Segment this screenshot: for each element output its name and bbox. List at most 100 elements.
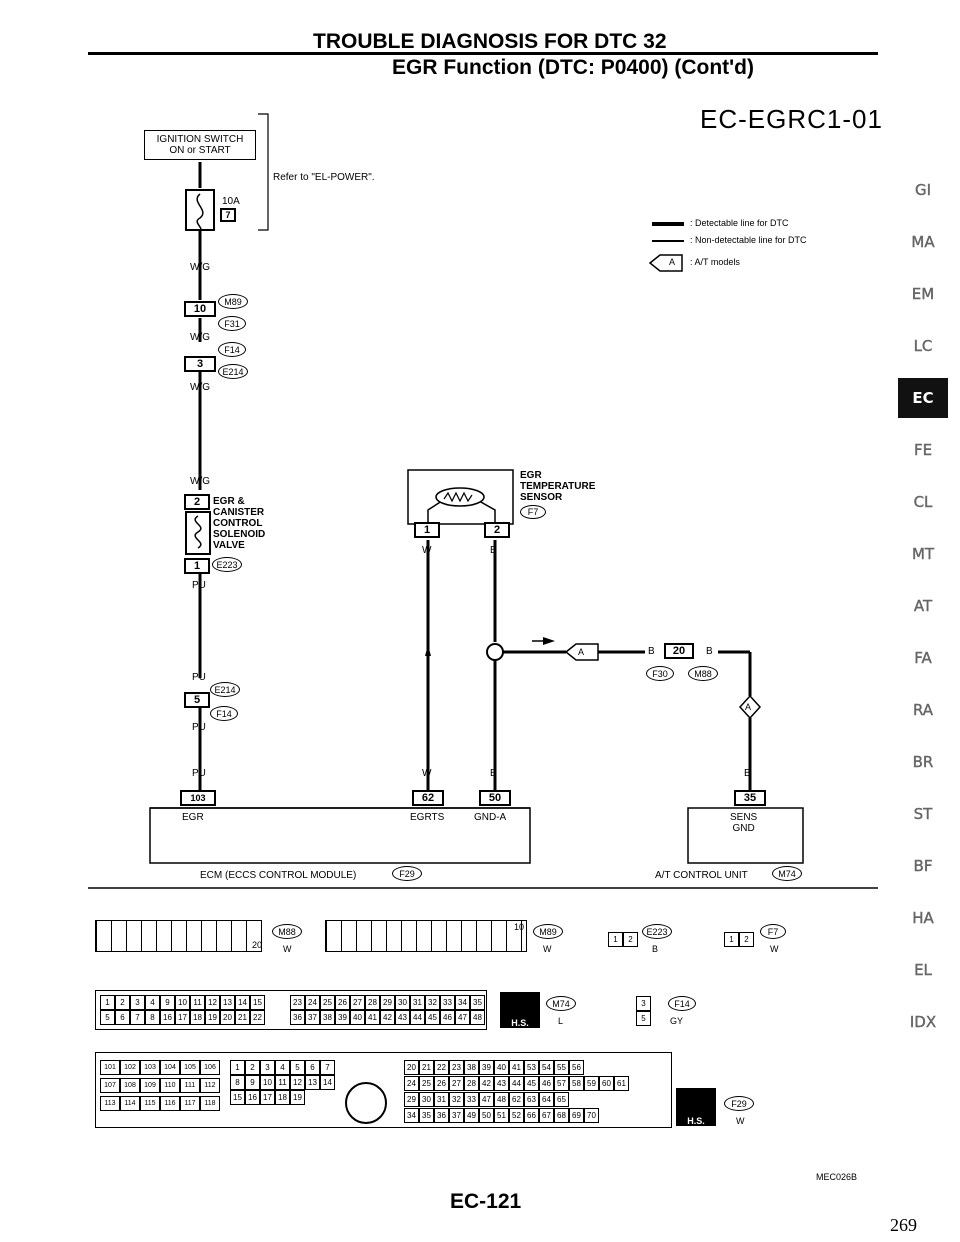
connector-pin: 42 bbox=[479, 1076, 494, 1091]
pin-1-solenoid: 1 bbox=[184, 558, 210, 574]
connector-pin: 3 bbox=[260, 1060, 275, 1075]
ecm-gnda-label: GND-A bbox=[474, 812, 507, 823]
connector-pin: 17 bbox=[260, 1090, 275, 1105]
sidebar-tab-ra[interactable]: RA bbox=[912, 701, 934, 719]
sidebar-tab-at[interactable]: AT bbox=[913, 597, 933, 615]
connector-pin: 116 bbox=[160, 1096, 180, 1111]
cv-f14-color: GY bbox=[670, 1016, 684, 1026]
connector-pin: 109 bbox=[140, 1078, 160, 1093]
pin-2-sensor: 2 bbox=[484, 522, 510, 538]
wire-wg-2: W/G bbox=[190, 332, 210, 343]
connector-pin: 64 bbox=[539, 1092, 554, 1107]
ecm-egrts-label: EGRTS bbox=[410, 812, 445, 823]
connector-pin: 9 bbox=[160, 995, 175, 1010]
connector-pin: 23 bbox=[290, 995, 305, 1010]
connector-pin: 20 bbox=[404, 1060, 419, 1075]
connector-pin: 102 bbox=[120, 1060, 140, 1075]
sidebar-tab-em[interactable]: EM bbox=[911, 285, 935, 303]
connector-pin: 21 bbox=[419, 1060, 434, 1075]
connector-pin: 47 bbox=[479, 1092, 494, 1107]
connector-pin: 41 bbox=[509, 1060, 524, 1075]
sidebar-tab-el[interactable]: EL bbox=[914, 961, 932, 979]
sidebar-tab-fe[interactable]: FE bbox=[913, 441, 933, 459]
sidebar-tab-cl[interactable]: CL bbox=[913, 493, 933, 511]
connector-pin: 17 bbox=[175, 1010, 190, 1025]
sidebar-tab-idx[interactable]: IDX bbox=[909, 1013, 937, 1031]
cv-f7-color: W bbox=[770, 944, 779, 954]
connector-pin: 35 bbox=[470, 995, 485, 1010]
connector-pin: 21 bbox=[235, 1010, 250, 1025]
connector-pin: 19 bbox=[205, 1010, 220, 1025]
connector-pin: 43 bbox=[494, 1076, 509, 1091]
sidebar-tab-st[interactable]: ST bbox=[913, 805, 933, 823]
refer-note: Refer to "EL-POWER". bbox=[273, 172, 375, 183]
connector-f7: F7 bbox=[520, 505, 546, 519]
wire-w-1: W bbox=[422, 545, 432, 556]
wire-pu-3: PU bbox=[192, 722, 206, 733]
connector-pin: 107 bbox=[100, 1078, 120, 1093]
wire-w-2: W bbox=[422, 768, 432, 779]
connector-pin: 105 bbox=[180, 1060, 200, 1075]
connector-pin: 20 bbox=[220, 1010, 235, 1025]
connector-pin: 30 bbox=[419, 1092, 434, 1107]
connector-pin: 70 bbox=[584, 1108, 599, 1123]
connector-pin: 30 bbox=[395, 995, 410, 1010]
sidebar-tab-br[interactable]: BR bbox=[912, 753, 934, 771]
connector-pin: 36 bbox=[434, 1108, 449, 1123]
connector-pin: 18 bbox=[190, 1010, 205, 1025]
connector-pin: 103 bbox=[140, 1060, 160, 1075]
pin-2-solenoid: 2 bbox=[184, 494, 210, 510]
figure-code: MEC026B bbox=[816, 1172, 858, 1182]
connector-pin: 35 bbox=[419, 1108, 434, 1123]
connector-view-ecm bbox=[95, 1052, 672, 1128]
connector-pin: 5 bbox=[290, 1060, 305, 1075]
connector-pin: 12 bbox=[205, 995, 220, 1010]
wire-wg-4: W/G bbox=[190, 476, 210, 487]
sidebar-tab-gi[interactable]: GI bbox=[914, 181, 932, 199]
pin-1-sensor: 1 bbox=[414, 522, 440, 538]
ecm-label: ECM (ECCS CONTROL MODULE) bbox=[200, 870, 357, 881]
ignition-line2: ON or START bbox=[169, 145, 231, 156]
sidebar-tab-ha[interactable]: HA bbox=[912, 909, 934, 927]
connector-pin: 31 bbox=[410, 995, 425, 1010]
legend-detectable: : Detectable line for DTC bbox=[690, 218, 789, 228]
connector-pin: 108 bbox=[120, 1078, 140, 1093]
wire-b-2: B bbox=[648, 646, 655, 657]
connector-pin: 46 bbox=[539, 1076, 554, 1091]
connector-pin: 52 bbox=[509, 1108, 524, 1123]
sidebar-tab-bf[interactable]: BF bbox=[913, 857, 933, 875]
connector-pin: 45 bbox=[524, 1076, 539, 1091]
sidebar-tab-mt[interactable]: MT bbox=[911, 545, 935, 563]
sidebar-tab-ma[interactable]: MA bbox=[911, 233, 935, 251]
header-rule bbox=[88, 52, 878, 55]
connector-pin: 25 bbox=[320, 995, 335, 1010]
connector-pin: 34 bbox=[404, 1108, 419, 1123]
connector-pin: 117 bbox=[180, 1096, 200, 1111]
connector-pin: 1 bbox=[100, 995, 115, 1010]
connector-pin: 69 bbox=[569, 1108, 584, 1123]
ignition-line1: IGNITION SWITCH bbox=[156, 134, 244, 145]
connector-pin: 13 bbox=[305, 1075, 320, 1090]
sidebar-tab-fa[interactable]: FA bbox=[914, 649, 932, 667]
sidebar-tab-lc[interactable]: LC bbox=[913, 337, 933, 355]
connector-f30: F30 bbox=[646, 666, 674, 681]
sidebar-tab-ec[interactable]: EC bbox=[898, 378, 948, 418]
connector-pin: 15 bbox=[230, 1090, 245, 1105]
connector-pin: 37 bbox=[449, 1108, 464, 1123]
connector-pin: 27 bbox=[350, 995, 365, 1010]
connector-pin: 29 bbox=[380, 995, 395, 1010]
connector-pin: 38 bbox=[320, 1010, 335, 1025]
ecm-egr-label: EGR bbox=[182, 812, 204, 823]
connector-pin: 101 bbox=[100, 1060, 120, 1075]
connector-pin: 8 bbox=[145, 1010, 160, 1025]
connector-pin: 112 bbox=[200, 1078, 220, 1093]
